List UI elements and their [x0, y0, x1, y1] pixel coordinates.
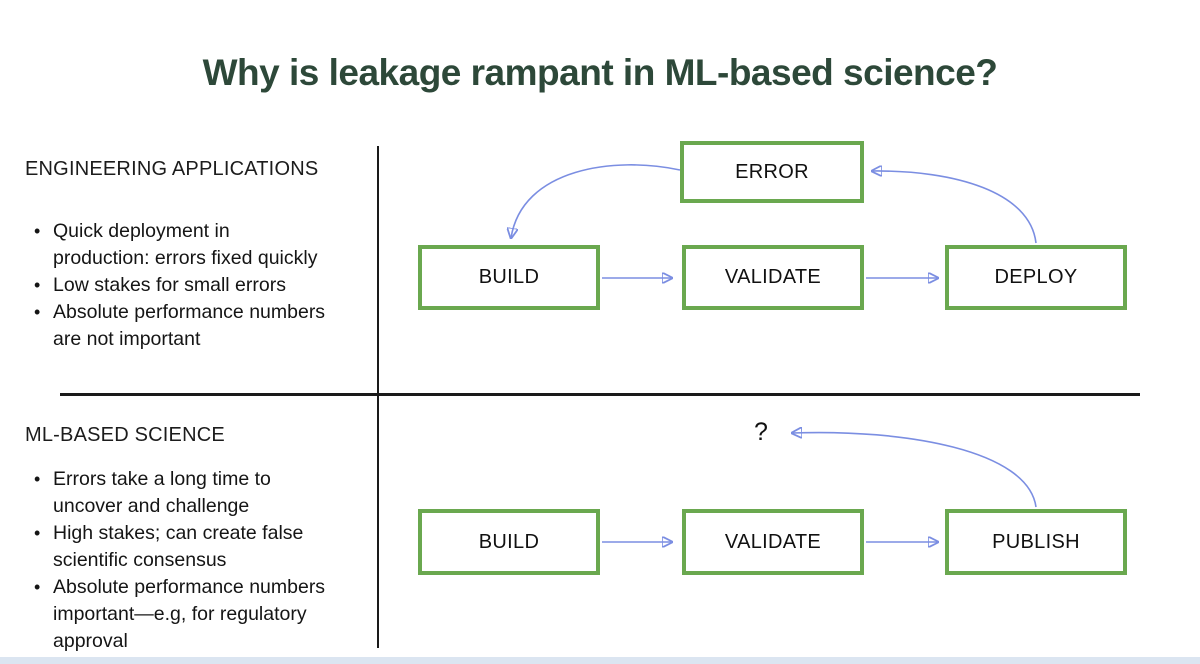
- arrow-deploy-to-error: [872, 171, 1037, 244]
- list-item: Quick deployment in production: errors f…: [25, 218, 327, 272]
- horizontal-divider: [60, 393, 1140, 396]
- list-item: Absolute performance numbers are not imp…: [25, 299, 327, 353]
- list-item: High stakes; can create false scientific…: [25, 520, 327, 574]
- section-heading: ML-BASED SCIENCE: [25, 424, 225, 446]
- section-heading: ENGINEERING APPLICATIONS: [25, 158, 319, 180]
- arrow-error-to-build: [511, 164, 681, 238]
- vertical-divider: [377, 146, 379, 648]
- flow-box-deploy: DEPLOY: [945, 245, 1127, 310]
- section-engineering-applications: ENGINEERING APPLICATIONS Quick deploymen…: [25, 158, 375, 353]
- flow-box-validate-top: VALIDATE: [682, 245, 864, 310]
- flow-box-error: ERROR: [680, 141, 864, 203]
- list-item: Errors take a long time to uncover and c…: [25, 466, 327, 520]
- bottom-edge-strip: [0, 657, 1200, 664]
- page-title: Why is leakage rampant in ML-based scien…: [202, 52, 998, 93]
- question-mark-label: ?: [754, 418, 768, 446]
- list-item: Absolute performance numbers important—e…: [25, 574, 327, 655]
- arrow-publish-to-question: [792, 433, 1037, 508]
- section-ml-based-science: ML-BASED SCIENCE Errors take a long time…: [25, 424, 375, 655]
- flow-box-publish: PUBLISH: [945, 509, 1127, 575]
- flow-box-validate-bottom: VALIDATE: [682, 509, 864, 575]
- bullet-list: Errors take a long time to uncover and c…: [25, 466, 375, 655]
- flow-box-build-top: BUILD: [418, 245, 600, 310]
- bullet-list: Quick deployment in production: errors f…: [25, 218, 375, 353]
- list-item: Low stakes for small errors: [25, 272, 327, 299]
- flow-box-build-bottom: BUILD: [418, 509, 600, 575]
